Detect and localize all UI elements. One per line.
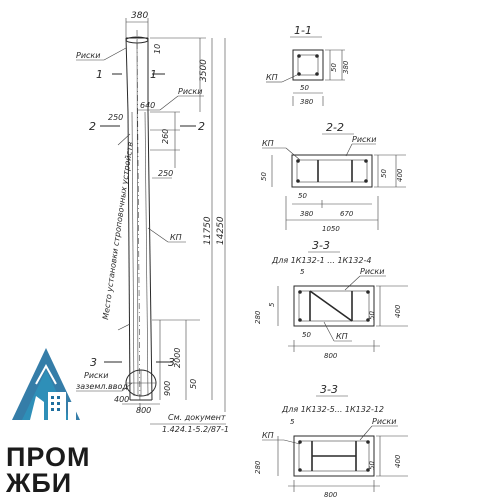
section-2-2: 2-2 КП Риски 50 50 400 50 380 670 1050: [260, 121, 406, 233]
logo-text-line1: ПРОМ: [6, 442, 91, 472]
section-1-left: 1: [96, 68, 103, 81]
sec33b-riski: Риски: [372, 417, 396, 426]
logo-text-line2: ЖБИ: [6, 468, 73, 498]
sec33a-d280: 280: [254, 310, 262, 324]
sec11-d380-bottom: 380: [300, 98, 314, 106]
dim-14250: 14250: [216, 216, 226, 245]
dim-10: 10: [153, 44, 162, 54]
sec22-title: 2-2: [326, 121, 344, 134]
section-2-left: 2: [89, 120, 96, 133]
section-1-right: 1: [150, 68, 157, 81]
sec33a-sub: Для 1К132-1 ... 1К132-4: [271, 256, 371, 265]
section-3-right: 3: [168, 356, 175, 369]
section-2-right: 2: [198, 120, 205, 133]
label-zaz-vvod: заземл.ввод: [76, 382, 128, 391]
pole-elevation: 380 1 1 10 Риски 3500 640: [76, 11, 229, 434]
sec33a-d5a: 5: [300, 268, 305, 276]
sec22-d50-right: 50: [380, 169, 388, 178]
sec11-d50-bottom: 50: [300, 84, 309, 92]
sec11-d380-right: 380: [342, 60, 350, 74]
sec33b-kp: КП: [262, 431, 274, 440]
sec33b-d50: 50: [368, 461, 376, 470]
dim-640: 640: [140, 101, 155, 110]
label-mesto: Место установки строповочных устройств: [101, 141, 135, 320]
dim-top-width: 380: [131, 11, 148, 21]
section-3-left: 3: [90, 356, 97, 369]
sec22-d1050: 1050: [322, 225, 340, 233]
section-1-1: 1-1 КП 50 380 50 380: [266, 24, 350, 106]
sec22-d380: 380: [300, 210, 314, 218]
sec33a-d50-bottom: 50: [302, 331, 311, 339]
dim-400: 400: [114, 395, 129, 404]
sec33a-d800: 800: [324, 352, 338, 360]
dim-11750: 11750: [203, 216, 213, 245]
sec33b-d400: 400: [394, 454, 402, 468]
sec33a-title: 3-3: [312, 239, 330, 252]
label-kp: КП: [170, 233, 182, 242]
sec33a-d50-right: 50: [368, 311, 376, 320]
sec33b-d800: 800: [324, 491, 338, 499]
dim-900: 900: [163, 381, 172, 396]
sec33a-d400: 400: [394, 304, 402, 318]
sec33b-d5: 5: [290, 418, 295, 426]
dim-3500: 3500: [199, 59, 209, 82]
dim-250-a: 250: [108, 113, 123, 122]
sec22-d50-bottom: 50: [298, 192, 307, 200]
sec33a-kp: КП: [336, 332, 348, 341]
sec33b-title: 3-3: [320, 383, 338, 396]
sec22-kp: КП: [262, 139, 274, 148]
note-line1: См. документ: [168, 413, 226, 422]
dim-250-b: 250: [158, 169, 173, 178]
sec33b-sub: Для 1К132-5... 1К132-12: [281, 405, 384, 414]
sec33b-d280: 280: [254, 460, 262, 474]
sec22-d670: 670: [340, 210, 354, 218]
dim-2000: 2000: [173, 348, 182, 368]
note-line2: 1.424.1-5.2/87-1: [162, 425, 229, 434]
sec11-title: 1-1: [294, 24, 312, 37]
label-riski-low: Риски: [84, 371, 108, 380]
sec33a-d5b: 5: [268, 302, 276, 307]
section-3-3-b: 3-3 Для 1К132-5... 1К132-12 5 КП Риски 2…: [254, 383, 408, 499]
dim-260: 260: [161, 129, 170, 144]
sec11-kp: КП: [266, 73, 278, 82]
label-riski-mid: Риски: [178, 87, 202, 96]
sec22-riski: Риски: [352, 135, 376, 144]
label-riski-top: Риски: [76, 51, 100, 60]
sec22-d400: 400: [396, 168, 404, 182]
sec11-d50-right: 50: [330, 63, 338, 72]
dim-800: 800: [136, 406, 151, 415]
sec33a-riski: Риски: [360, 267, 384, 276]
promzhbi-logo: [12, 348, 80, 420]
section-3-3-a: 3-3 Для 1К132-1 ... 1К132-4 5 Риски 5 28…: [254, 239, 408, 360]
logo-building-icon: [12, 348, 80, 420]
dim-50-base: 50: [189, 379, 198, 389]
sec22-d50-left: 50: [260, 172, 268, 181]
